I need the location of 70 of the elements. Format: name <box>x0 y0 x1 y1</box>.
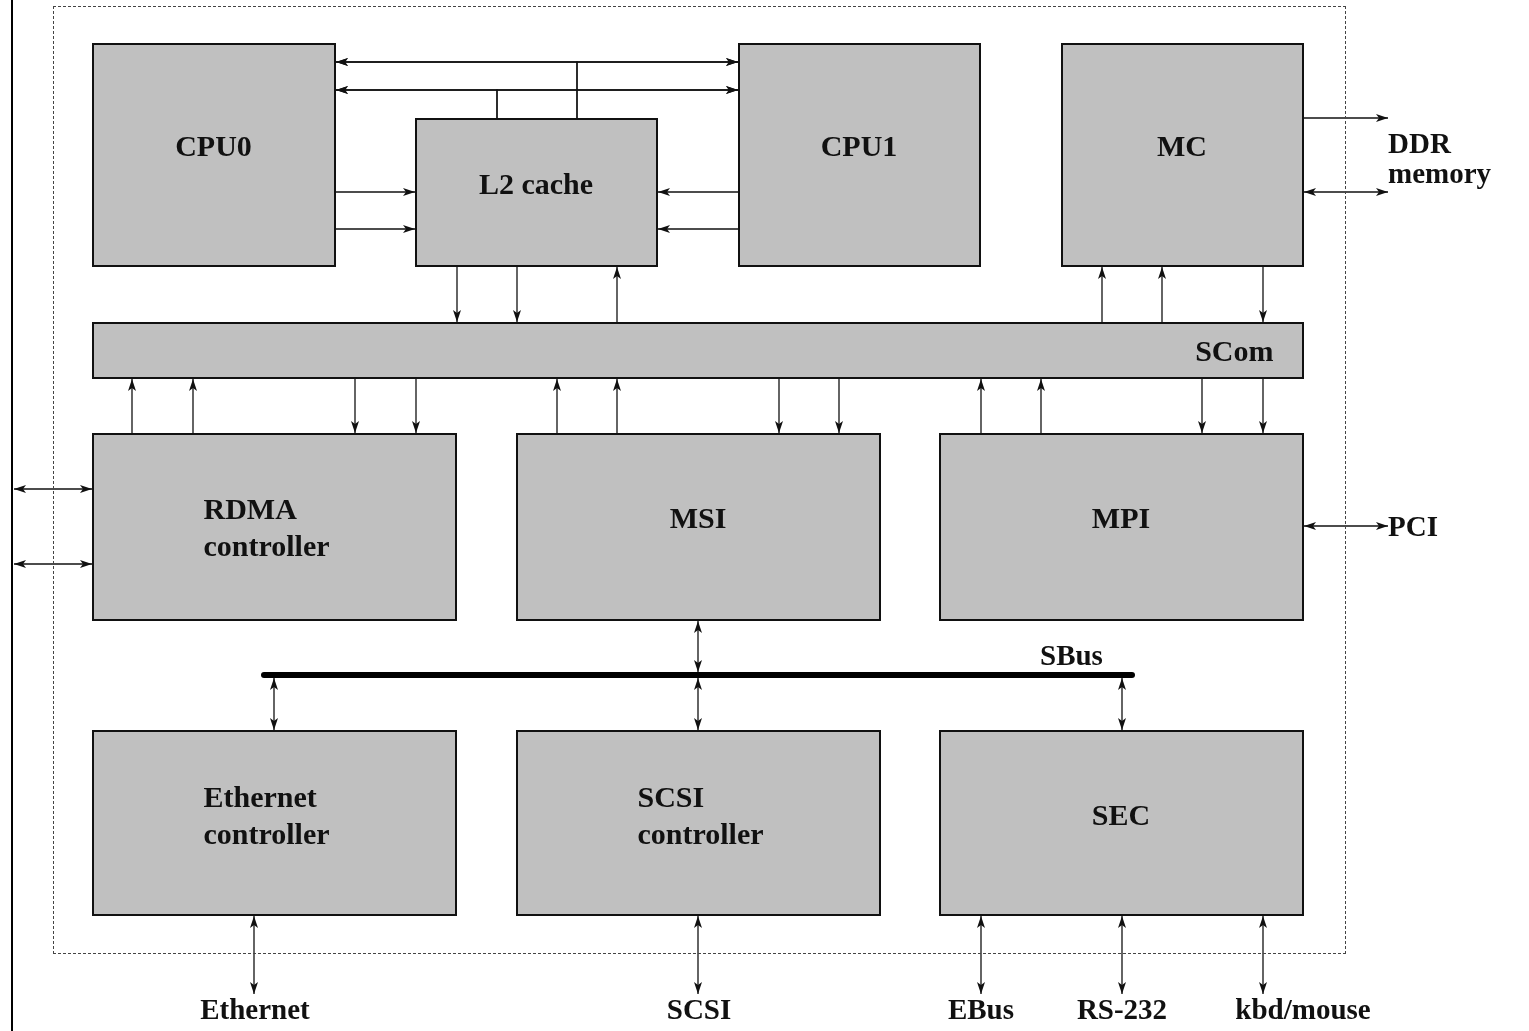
connector-arrow <box>496 86 739 119</box>
connector-arrow <box>1303 522 1389 530</box>
connector-arrow <box>977 915 985 995</box>
connector-arrow <box>1259 266 1267 323</box>
connector-arrow <box>1303 114 1389 122</box>
connector-arrow <box>1118 677 1126 731</box>
connector-arrow <box>576 58 739 119</box>
block-box <box>1060 42 1304 267</box>
block-box <box>737 42 981 267</box>
block-label: SEC <box>1090 796 1152 833</box>
connector-arrow <box>1303 188 1389 196</box>
block-box <box>91 42 336 267</box>
connector-arrow <box>412 378 420 434</box>
block-box <box>91 432 457 621</box>
block-label: L2 cache <box>477 165 595 202</box>
connector-arrow <box>128 378 136 434</box>
block-label: MPI <box>1090 499 1152 536</box>
block-box <box>414 117 658 267</box>
connector-arrow <box>189 378 197 434</box>
connector-arrow <box>835 378 843 434</box>
block-box <box>515 729 881 916</box>
connector-arrow <box>1158 266 1166 323</box>
terminal-label: DDR memory <box>1388 128 1493 188</box>
block-label: CPU0 <box>174 127 253 164</box>
block-label: MSI <box>668 499 728 536</box>
connector-arrow <box>335 225 416 233</box>
connector-arrow <box>694 677 702 731</box>
connector-arrow <box>775 378 783 434</box>
connector-arrow <box>694 620 702 673</box>
connector-arrow <box>1259 915 1267 995</box>
block-label: SCSI controller <box>637 778 765 852</box>
connector-arrow <box>513 266 521 323</box>
terminal-label: SCSI <box>665 994 733 1024</box>
connector-arrow <box>1118 915 1126 995</box>
block-box <box>938 432 1304 621</box>
block-box <box>91 729 457 916</box>
block-box <box>938 729 1304 916</box>
connector-arrow <box>657 188 739 196</box>
connector-arrow <box>613 378 621 434</box>
connector-arrow <box>694 915 702 995</box>
connector-arrow <box>13 485 93 493</box>
block-box <box>91 321 1304 379</box>
block-box <box>515 432 881 621</box>
connector-arrow <box>657 225 739 233</box>
terminal-label: kbd/mouse <box>1234 994 1372 1024</box>
connector-arrow <box>1037 378 1045 434</box>
connector-arrow <box>453 266 461 323</box>
connector-arrow <box>613 266 621 323</box>
block-label: SCom <box>1195 332 1274 369</box>
block-label: MC <box>1156 127 1208 164</box>
connector-arrow <box>1098 266 1106 323</box>
connector-arrow <box>270 677 278 731</box>
block-label: Ethernet controller <box>203 778 331 852</box>
connector-arrow <box>335 188 416 196</box>
connector-arrow <box>1198 378 1206 434</box>
block-label: RDMA controller <box>203 490 331 564</box>
chip-boundary <box>53 6 1346 954</box>
connector-arrow <box>13 560 93 568</box>
block-label: CPU1 <box>819 127 899 164</box>
terminal-label: PCI <box>1388 511 1439 541</box>
connector-arrow <box>977 378 985 434</box>
terminal-label: RS-232 <box>1075 994 1169 1024</box>
bus-label: SBus <box>1040 640 1103 670</box>
connector-arrow <box>250 915 258 995</box>
connector-arrow <box>553 378 561 434</box>
terminal-label: EBus <box>946 994 1016 1024</box>
connector-arrow <box>1259 378 1267 434</box>
connector-arrow <box>351 378 359 434</box>
terminal-label: Ethernet <box>199 994 311 1024</box>
bus-bar <box>260 671 1135 678</box>
